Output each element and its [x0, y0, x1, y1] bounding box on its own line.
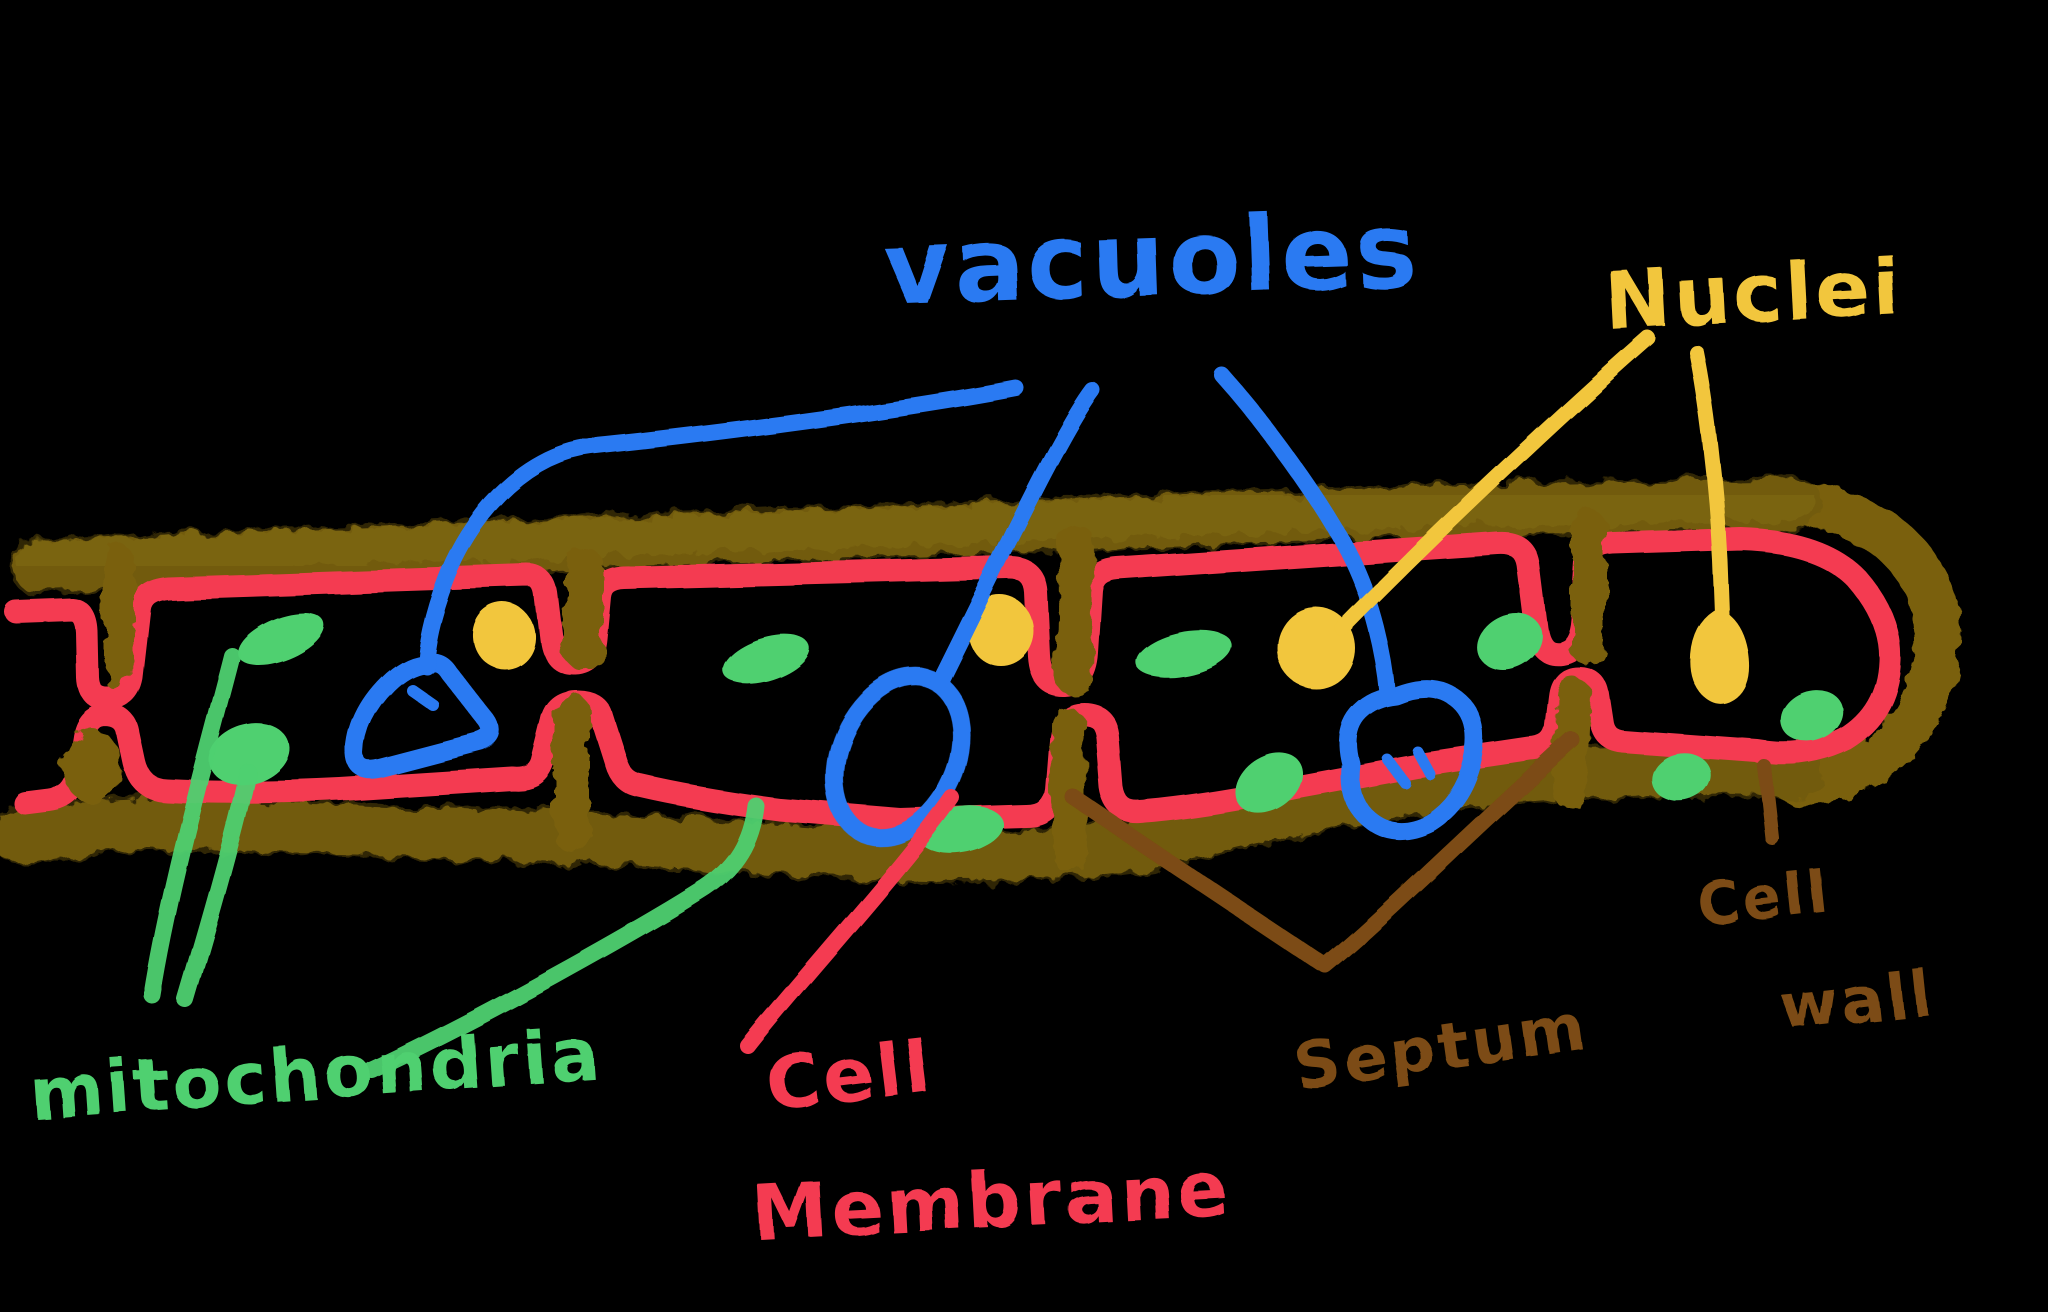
vacuole-triangle-inner-mark [406, 684, 438, 710]
mitochondria-leader-1 [143, 647, 241, 1004]
septum-leader-left [1066, 790, 1330, 972]
mitochondrion [722, 634, 810, 684]
label-cell-membrane-line2: Membrane [750, 1144, 1233, 1258]
mitochondrion [1780, 690, 1844, 742]
label-septum-group: Septum [1290, 991, 1594, 1105]
cell-wall-leader [1757, 759, 1779, 845]
vacuole-leader-right [1214, 367, 1396, 706]
vacuole-leader-left [418, 380, 1024, 674]
mitochondria-group [208, 612, 1844, 854]
label-cell-wall-group: Cell wall [1694, 858, 1937, 1045]
label-nuclei-group: Nuclei [1602, 240, 1905, 348]
label-cell-membrane-line1: Cell [761, 1023, 937, 1129]
septum-leader-lines [1066, 732, 1779, 974]
mitochondria-leader-lines [143, 647, 765, 1079]
nucleus [472, 603, 536, 669]
label-cell-membrane-group: Cell Membrane [750, 1023, 1233, 1258]
label-vacuoles: vacuoles [880, 189, 1421, 330]
label-cell-wall-line2: wall [1777, 956, 1937, 1045]
nuclei-leader-right [1688, 344, 1730, 622]
vacuole-blob [1339, 680, 1485, 840]
label-septum: Septum [1290, 991, 1594, 1105]
nucleus [967, 595, 1033, 665]
label-mitochondria: mitochondria [26, 1012, 605, 1136]
cell-wall-texture-light [16, 481, 1820, 580]
mitochondrion [1651, 752, 1711, 802]
cell-membrane-leader [740, 790, 960, 1054]
nuclei-leader-left [1334, 330, 1656, 636]
wall-blob-left-end [63, 729, 121, 803]
mitochondrion [208, 723, 290, 785]
membrane-leader-line [740, 790, 960, 1054]
septum-leader-right [1318, 732, 1580, 974]
label-nuclei: Nuclei [1602, 240, 1905, 348]
cell-wall-right-cap [1771, 481, 1961, 805]
mitochondrion [1234, 752, 1304, 814]
nucleus [1689, 608, 1750, 705]
mitochondria-leader-2 [177, 763, 257, 1009]
mitochondria-leader-3 [363, 797, 765, 1079]
mitochondrion [237, 612, 325, 666]
wall-fill-left-end-tail [106, 653, 124, 689]
wall-blob [63, 729, 121, 803]
vacuole-blob-inner-mark [1382, 746, 1436, 788]
mitochondrion [1476, 613, 1542, 669]
nuclei-leader-lines [1334, 330, 1730, 636]
label-vacuoles-group: vacuoles [880, 189, 1421, 330]
vacuole-leader-middle [930, 382, 1100, 692]
septum-finger-top-mid [1056, 524, 1094, 696]
septum-finger-bottom-mid [1052, 709, 1087, 873]
label-cell-wall-line1: Cell [1694, 858, 1834, 940]
mitochondrion [1135, 630, 1233, 678]
label-mitochondria-group: mitochondria [26, 1012, 605, 1136]
vacuole-triangle [346, 652, 501, 779]
vacuole-leader-lines [418, 367, 1396, 706]
